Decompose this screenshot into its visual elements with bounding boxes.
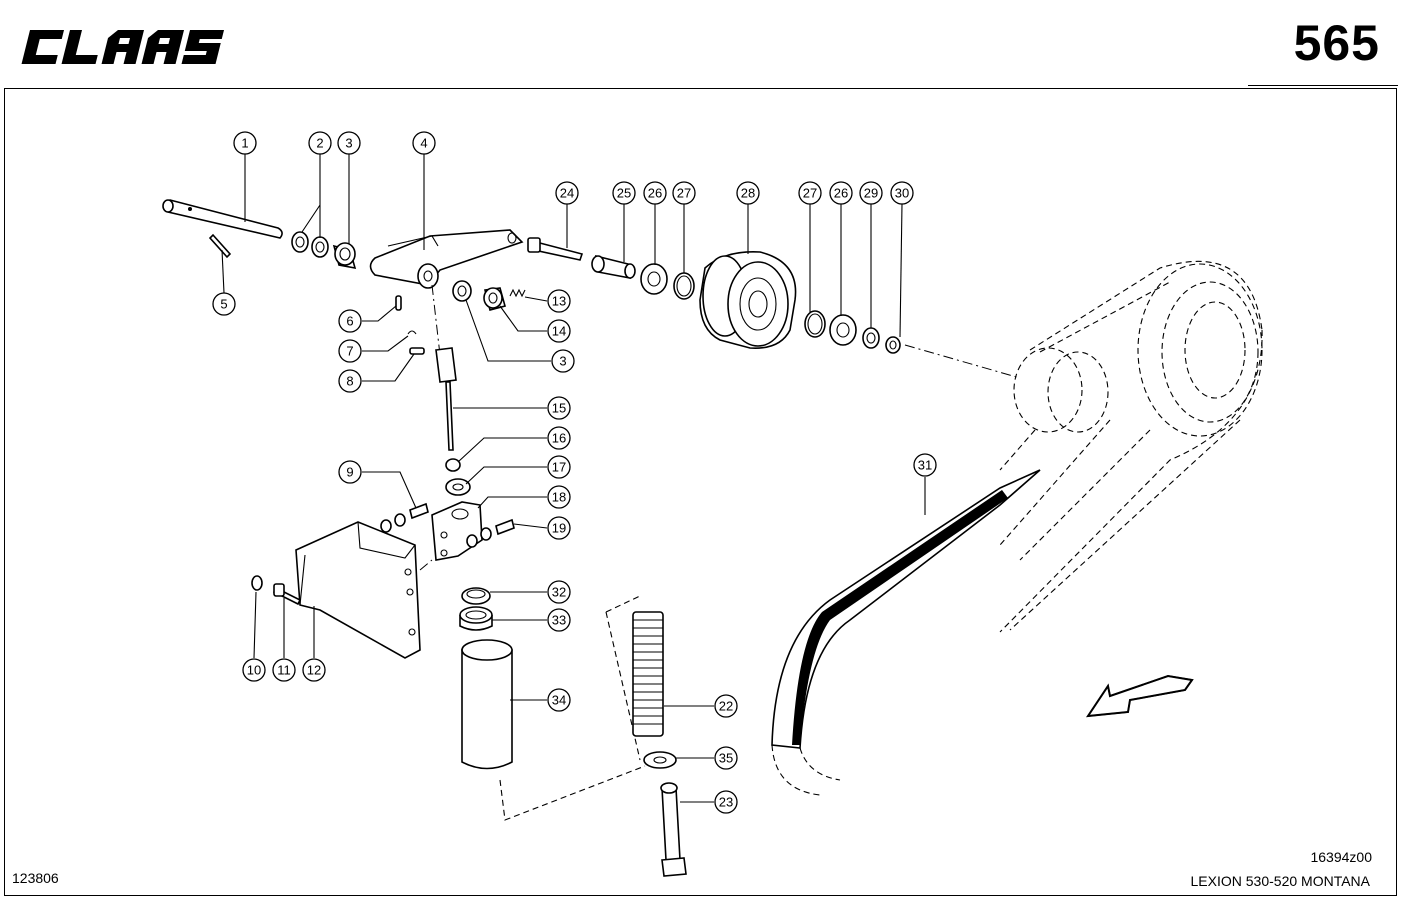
svg-text:24: 24 <box>560 186 574 201</box>
svg-text:10: 10 <box>247 663 261 678</box>
svg-text:19: 19 <box>552 521 566 536</box>
svg-text:3: 3 <box>345 136 352 151</box>
callout-34[interactable]: 34 <box>547 688 571 712</box>
pivot-shaft-group <box>162 199 526 496</box>
belt-drive <box>771 260 1263 796</box>
callout-5[interactable]: 5 <box>212 292 236 316</box>
svg-text:33: 33 <box>552 613 566 628</box>
svg-text:35: 35 <box>719 751 733 766</box>
svg-text:11: 11 <box>277 663 291 678</box>
svg-text:6: 6 <box>346 314 353 329</box>
svg-text:1: 1 <box>241 136 248 151</box>
callout-24[interactable]: 24 <box>555 181 579 205</box>
callout-26[interactable]: 26 <box>643 181 667 205</box>
svg-text:2: 2 <box>316 136 323 151</box>
svg-text:7: 7 <box>346 344 353 359</box>
callout-18[interactable]: 18 <box>547 485 571 509</box>
claas-logo <box>21 30 225 64</box>
svg-text:14: 14 <box>552 324 566 339</box>
callout-33[interactable]: 33 <box>547 608 571 632</box>
svg-text:13: 13 <box>552 294 566 309</box>
bracket-group <box>251 501 515 659</box>
svg-text:25: 25 <box>617 186 631 201</box>
arrow-down-left-icon <box>1085 674 1194 718</box>
callout-31[interactable]: 31 <box>913 453 937 477</box>
svg-text:8: 8 <box>346 374 353 389</box>
callout-25[interactable]: 25 <box>612 181 636 205</box>
callout-22[interactable]: 22 <box>714 694 738 718</box>
callout-2[interactable]: 2 <box>308 131 332 155</box>
callout-6[interactable]: 6 <box>338 309 362 333</box>
callout-4[interactable]: 4 <box>412 131 436 155</box>
callout-28[interactable]: 28 <box>736 181 760 205</box>
callout-8[interactable]: 8 <box>338 369 362 393</box>
svg-text:29: 29 <box>864 186 878 201</box>
model-name: LEXION 530-520 MONTANA <box>1190 873 1370 889</box>
document-number: 123806 <box>12 870 59 886</box>
part-callouts: 1 2 3 4 5 24 25 26 27 28 27 26 29 30 13 … <box>212 131 937 814</box>
svg-text:28: 28 <box>741 186 755 201</box>
leader-lines <box>221 154 926 803</box>
pulley-axle-group <box>527 237 901 354</box>
page-number: 565 <box>1293 15 1380 71</box>
drawing-number: 16394z00 <box>1310 849 1372 865</box>
svg-text:26: 26 <box>834 186 848 201</box>
svg-text:12: 12 <box>307 663 321 678</box>
svg-text:9: 9 <box>346 465 353 480</box>
spring-tube-group <box>459 587 687 877</box>
callout-13[interactable]: 13 <box>547 289 571 313</box>
svg-text:16: 16 <box>552 431 566 446</box>
callout-3[interactable]: 3 <box>337 131 361 155</box>
callout-15[interactable]: 15 <box>547 396 571 420</box>
svg-text:26: 26 <box>648 186 662 201</box>
svg-text:32: 32 <box>552 585 566 600</box>
svg-text:3: 3 <box>559 354 566 369</box>
callout-3[interactable]: 3 <box>551 349 575 373</box>
callout-10[interactable]: 10 <box>242 658 266 682</box>
svg-text:4: 4 <box>420 136 427 151</box>
callout-29[interactable]: 29 <box>859 181 883 205</box>
callout-14[interactable]: 14 <box>547 319 571 343</box>
callout-1[interactable]: 1 <box>233 131 257 155</box>
drawing-frame <box>4 88 1397 896</box>
callout-35[interactable]: 35 <box>714 746 738 770</box>
svg-text:15: 15 <box>552 401 566 416</box>
callout-27[interactable]: 27 <box>672 181 696 205</box>
svg-text:30: 30 <box>895 186 909 201</box>
svg-text:34: 34 <box>552 693 566 708</box>
callout-7[interactable]: 7 <box>338 339 362 363</box>
svg-text:27: 27 <box>803 186 817 201</box>
svg-text:22: 22 <box>719 699 733 714</box>
callout-16[interactable]: 16 <box>547 426 571 450</box>
callout-26[interactable]: 26 <box>829 181 853 205</box>
svg-text:18: 18 <box>552 490 566 505</box>
callout-23[interactable]: 23 <box>714 790 738 814</box>
callout-17[interactable]: 17 <box>547 455 571 479</box>
callout-30[interactable]: 30 <box>890 181 914 205</box>
svg-text:5: 5 <box>220 297 227 312</box>
callout-9[interactable]: 9 <box>338 460 362 484</box>
callout-27[interactable]: 27 <box>798 181 822 205</box>
callout-11[interactable]: 11 <box>272 658 296 682</box>
svg-text:27: 27 <box>677 186 691 201</box>
svg-text:23: 23 <box>719 795 733 810</box>
callout-12[interactable]: 12 <box>302 658 326 682</box>
header-rule-right <box>1248 85 1398 86</box>
svg-text:17: 17 <box>552 460 566 475</box>
callout-19[interactable]: 19 <box>547 516 571 540</box>
svg-text:31: 31 <box>918 458 932 473</box>
callout-32[interactable]: 32 <box>547 580 571 604</box>
